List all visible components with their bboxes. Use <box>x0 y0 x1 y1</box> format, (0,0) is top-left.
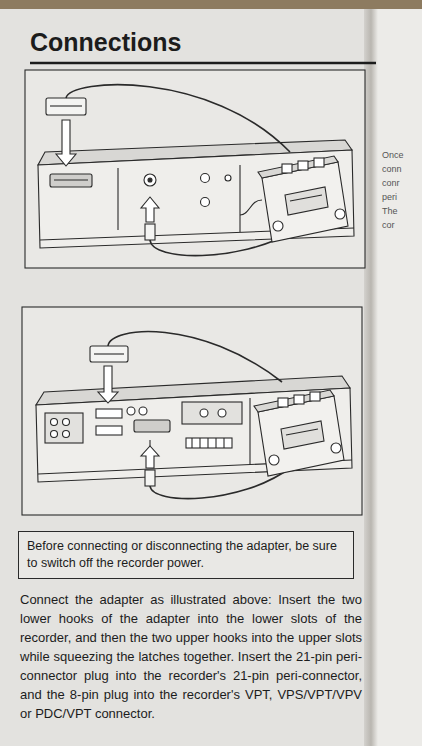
facing-page-fragment: The <box>382 206 398 217</box>
facing-page-fragment: peri <box>382 192 397 203</box>
connection-illustration-2 <box>22 307 362 515</box>
facing-page <box>372 9 422 746</box>
facing-page-fragment: conr <box>382 178 400 189</box>
note-text: Before connecting or disconnecting the a… <box>27 538 345 572</box>
note-box: Before connecting or disconnecting the a… <box>18 531 354 579</box>
facing-page-fragment: conn <box>382 164 402 175</box>
page-title: Connections <box>30 28 181 57</box>
connection-illustration-1 <box>25 70 365 268</box>
table-edge <box>0 0 422 9</box>
facing-page-fragment: Once <box>382 150 404 161</box>
body-paragraph: Connect the adapter as illustrated above… <box>20 590 362 723</box>
title-rule <box>30 62 376 64</box>
facing-page-fragment: cor <box>382 220 395 231</box>
page-fold <box>364 9 378 746</box>
